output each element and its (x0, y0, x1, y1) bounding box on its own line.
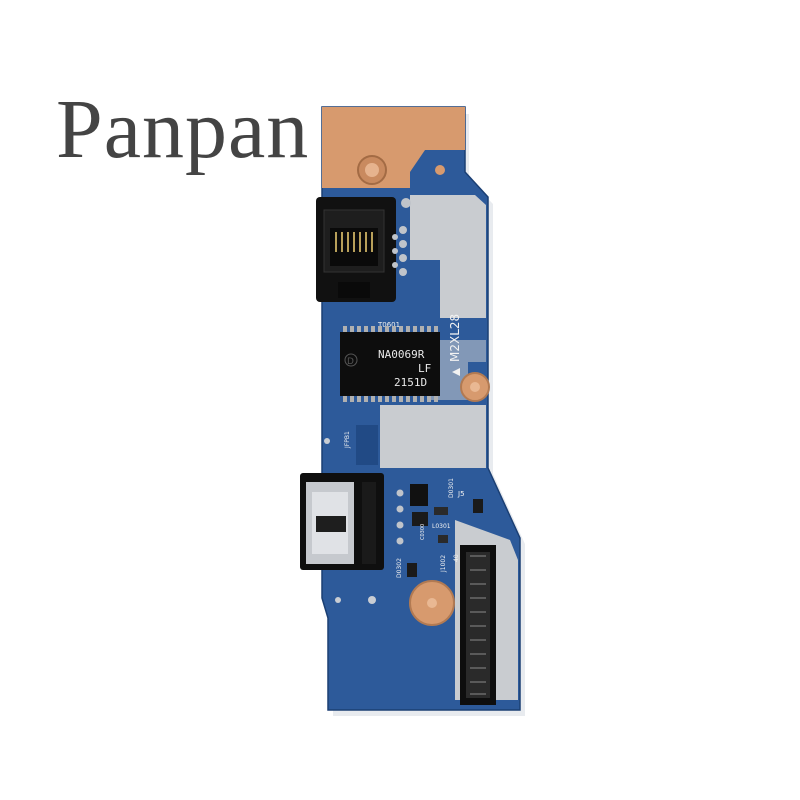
silk-j5: J5 (457, 490, 465, 498)
usb-a-port (300, 473, 384, 570)
silk-j1002: J1002 (440, 555, 447, 573)
silk-t0601: T0601 (377, 321, 400, 329)
flex-connector (460, 545, 496, 705)
diode-component (410, 484, 428, 506)
chip-line-1: NA0069R (378, 348, 425, 361)
silk-d0302: D0302 (396, 558, 403, 578)
transformer-chip: D (340, 326, 440, 402)
shield-area-middle (380, 405, 486, 468)
shield-area-upper (410, 195, 486, 318)
watermark-text: Panpan (56, 83, 310, 176)
chip-line-3: 2151D (394, 376, 427, 389)
silk-c0300: C0300 (420, 524, 426, 540)
silk-board-model: M2XL28 (448, 314, 462, 362)
silk-pin-40: 40 (453, 554, 460, 562)
chip-line-2: LF (418, 362, 431, 375)
silk-d0301: D0301 (448, 478, 455, 498)
silk-l0301: L0301 (432, 523, 451, 530)
silk-jfpb1: JFPB1 (344, 431, 351, 449)
ethernet-port (316, 197, 396, 302)
svg-text:D: D (347, 357, 354, 367)
